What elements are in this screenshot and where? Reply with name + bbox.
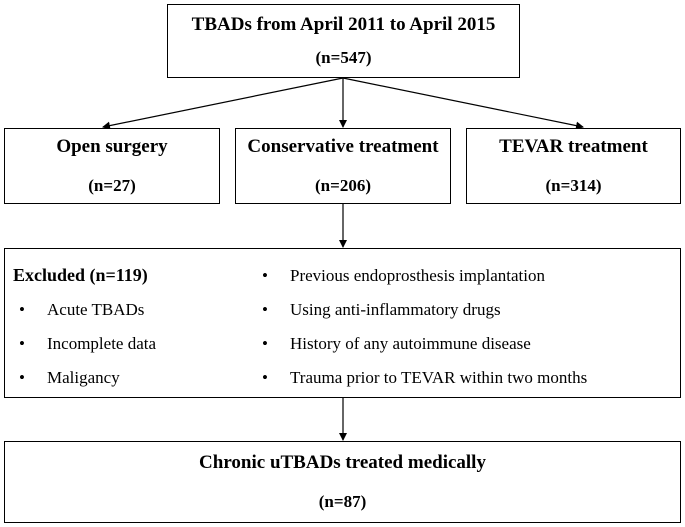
- open-surgery-box: Open surgery (n=27): [4, 128, 220, 204]
- list-item-label: History of any autoimmune disease: [290, 334, 531, 353]
- tevar-treatment-count: (n=314): [545, 176, 602, 195]
- bullet-icon: •: [19, 368, 25, 387]
- conservative-treatment-title: Conservative treatment: [247, 136, 439, 157]
- list-item: • Using anti-inflammatory drugs: [262, 299, 587, 333]
- list-item-label: Using anti-inflammatory drugs: [290, 300, 501, 319]
- arrow-top-to-tevar: [342, 77, 584, 130]
- list-item: • History of any autoimmune disease: [262, 333, 587, 367]
- excluded-heading: Excluded (n=119): [13, 265, 148, 285]
- bullet-icon: •: [262, 266, 268, 285]
- bullet-icon: •: [19, 300, 25, 319]
- final-box-count: (n=87): [318, 492, 367, 511]
- excluded-right-list: • Previous endoprosthesis implantation • U…: [262, 265, 587, 401]
- list-item: • Acute TBADs: [19, 299, 156, 333]
- conservative-treatment-count: (n=206): [315, 176, 371, 195]
- open-surgery-title: Open surgery: [56, 136, 168, 157]
- list-item: • Maligancy: [19, 367, 156, 401]
- top-box-title: TBADs from April 2011 to April 2015: [191, 14, 496, 35]
- bullet-icon: •: [262, 368, 268, 387]
- conservative-treatment-box: Conservative treatment (n=206): [235, 128, 451, 204]
- list-item-label: Maligancy: [47, 368, 120, 387]
- list-item: • Trauma prior to TEVAR within two months: [262, 367, 587, 401]
- excluded-box: Excluded (n=119) • Acute TBADs • Incomplet…: [4, 248, 681, 398]
- open-surgery-count: (n=27): [88, 176, 136, 195]
- top-box: TBADs from April 2011 to April 2015 (n=5…: [167, 4, 520, 78]
- bullet-icon: •: [19, 334, 25, 353]
- bullet-icon: •: [262, 334, 268, 353]
- tevar-treatment-title: TEVAR treatment: [499, 136, 648, 157]
- list-item-label: Incomplete data: [47, 334, 157, 353]
- list-item: • Previous endoprosthesis implantation: [262, 265, 587, 299]
- list-item-label: Acute TBADs: [47, 300, 145, 319]
- top-box-count: (n=547): [315, 48, 372, 67]
- bullet-icon: •: [262, 300, 268, 319]
- arrow-top-to-open: [102, 77, 344, 130]
- final-box-title: Chronic uTBADs treated medically: [199, 452, 486, 473]
- list-item-label: Previous endoprosthesis implantation: [290, 266, 545, 285]
- list-item-label: Trauma prior to TEVAR within two months: [290, 368, 588, 387]
- final-box: Chronic uTBADs treated medically (n=87): [4, 441, 681, 523]
- excluded-left-list: • Acute TBADs • Incomplete data • Maligancy: [19, 299, 156, 401]
- list-item: • Incomplete data: [19, 333, 156, 367]
- tevar-treatment-box: TEVAR treatment (n=314): [466, 128, 681, 204]
